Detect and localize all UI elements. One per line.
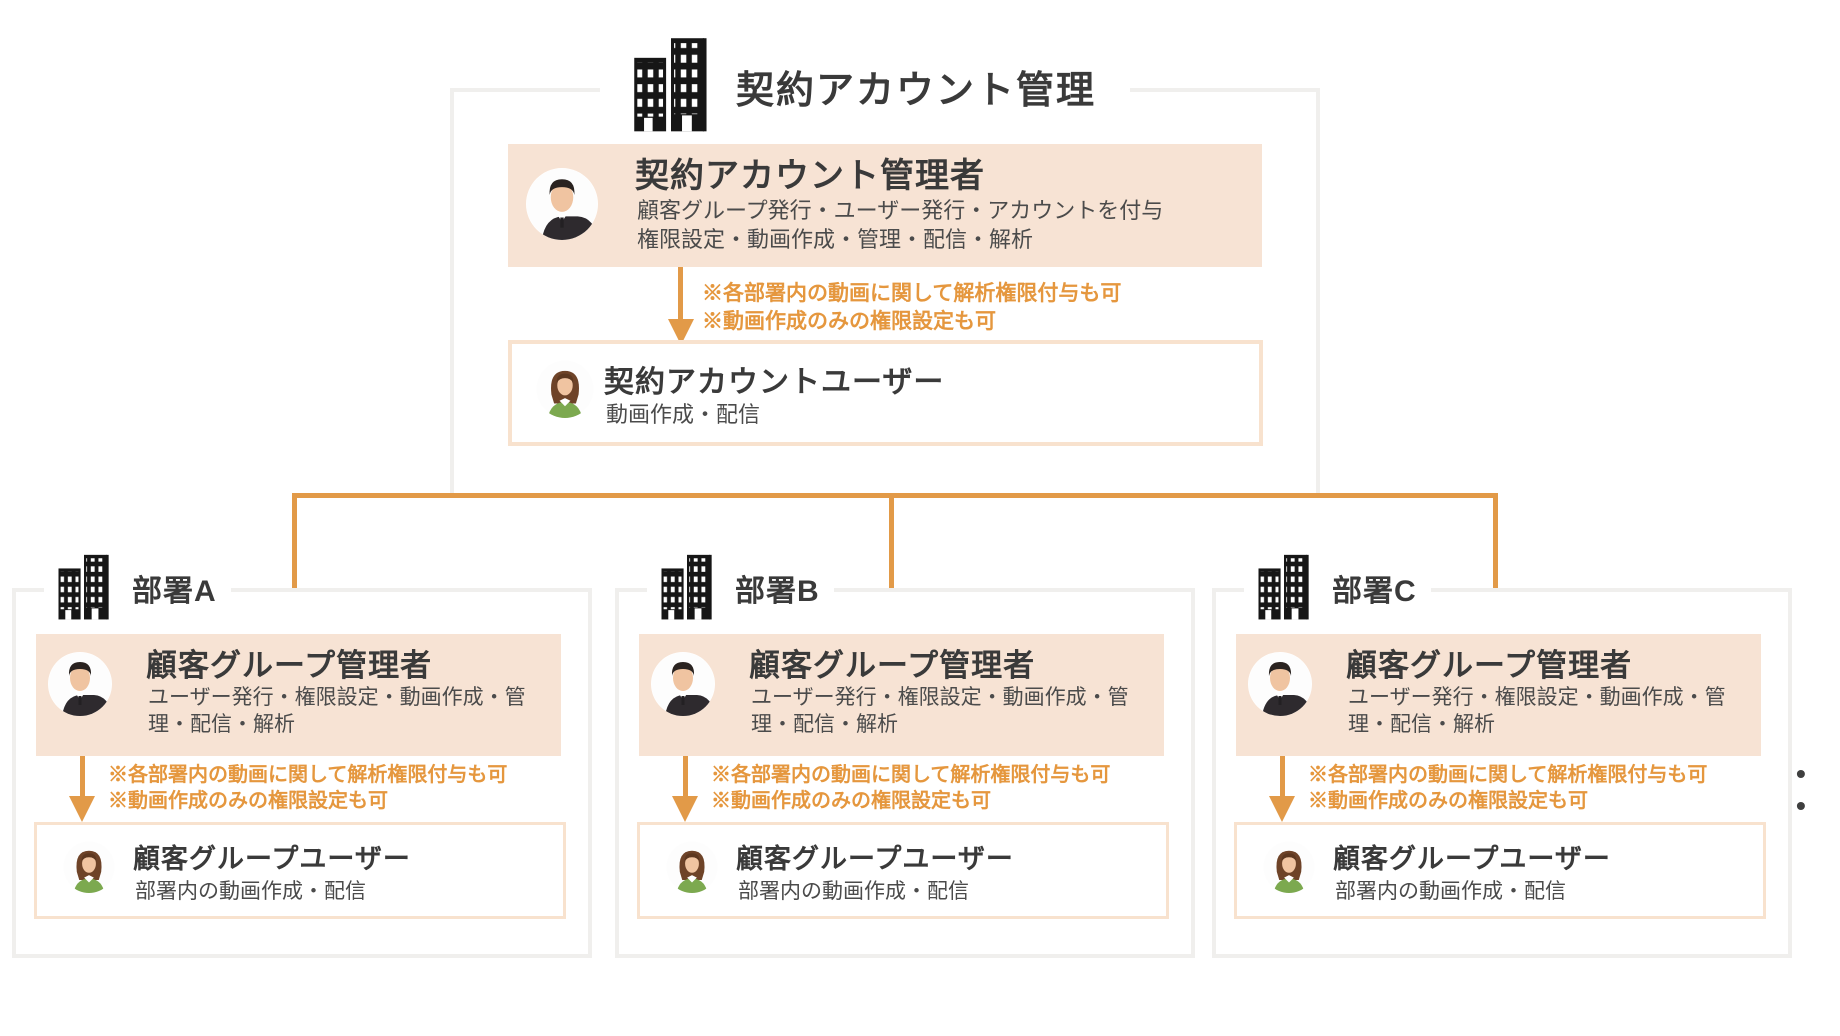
group-user-desc: 部署内の動画作成・配信 xyxy=(135,880,366,903)
drop-arrow-shaft-c xyxy=(1493,493,1498,599)
department-a-box: 部署A 顧客グループ管理者 ユーザー発行・権限設定・動画作成・管 理・配信・解析… xyxy=(12,546,592,958)
group-admin-avatar-icon xyxy=(1248,652,1312,716)
building-icon xyxy=(661,554,713,622)
building-icon xyxy=(58,554,110,622)
group-user-avatar-icon xyxy=(63,841,115,893)
department-b-label: 部署B xyxy=(735,575,820,608)
branch-connector-line xyxy=(294,493,1498,498)
group-user-title: 顧客グループユーザー xyxy=(133,844,411,874)
continuation-dots: • • xyxy=(1796,758,1816,821)
building-icon xyxy=(634,37,708,135)
group-permission-notes: ※各部署内の動画に関して解析権限付与も可 ※動画作成のみの権限設定も可 xyxy=(1308,764,1708,812)
contract-user-title: 契約アカウントユーザー xyxy=(604,366,945,399)
contract-admin-desc: 顧客グループ発行・ユーザー発行・アカウントを付与 権限設定・動画作成・管理・配信… xyxy=(637,196,1163,254)
contract-user-desc: 動画作成・配信 xyxy=(606,402,761,427)
department-b-header: 部署B xyxy=(647,546,834,630)
group-admin-title: 顧客グループ管理者 xyxy=(749,648,1036,683)
group-user-box: 顧客グループユーザー 部署内の動画作成・配信 xyxy=(1234,822,1766,919)
top-permission-notes: ※各部署内の動画に関して解析権限付与も可 ※動画作成のみの権限設定も可 xyxy=(702,280,1121,336)
top-note-line2: ※動画作成のみの権限設定も可 xyxy=(702,310,996,333)
group-user-box: 顧客グループユーザー 部署内の動画作成・配信 xyxy=(637,822,1169,919)
group-admin-desc: ユーザー発行・権限設定・動画作成・管 理・配信・解析 xyxy=(148,686,526,736)
group-arrow-shaft xyxy=(1280,756,1285,796)
group-admin-avatar-icon xyxy=(48,652,112,716)
department-a-header: 部署A xyxy=(44,546,231,630)
group-arrow-head xyxy=(672,796,698,822)
admin-to-user-arrow-shaft xyxy=(678,267,683,319)
contract-admin-desc-line1: 顧客グループ発行・ユーザー発行・アカウントを付与 xyxy=(637,198,1164,223)
group-admin-box: 顧客グループ管理者 ユーザー発行・権限設定・動画作成・管 理・配信・解析 xyxy=(639,634,1164,756)
department-c-label: 部署C xyxy=(1332,575,1417,608)
contract-admin-box: 契約アカウント管理者 顧客グループ発行・ユーザー発行・アカウントを付与 権限設定… xyxy=(508,144,1262,267)
contract-user-box: 契約アカウントユーザー 動画作成・配信 xyxy=(508,340,1263,446)
group-user-title: 顧客グループユーザー xyxy=(1333,844,1611,874)
group-permission-notes: ※各部署内の動画に関して解析権限付与も可 ※動画作成のみの権限設定も可 xyxy=(711,764,1111,812)
contract-admin-desc-line2: 権限設定・動画作成・管理・配信・解析 xyxy=(637,227,1034,252)
group-arrow-shaft xyxy=(683,756,688,796)
group-user-box: 顧客グループユーザー 部署内の動画作成・配信 xyxy=(34,822,566,919)
group-user-desc: 部署内の動画作成・配信 xyxy=(1335,880,1566,903)
department-c-box: 部署C 顧客グループ管理者 ユーザー発行・権限設定・動画作成・管 理・配信・解析… xyxy=(1212,546,1792,958)
group-admin-title: 顧客グループ管理者 xyxy=(1346,648,1633,683)
user-avatar-icon xyxy=(536,360,594,418)
group-permission-notes: ※各部署内の動画に関して解析権限付与も可 ※動画作成のみの権限設定も可 xyxy=(108,764,508,812)
group-user-avatar-icon xyxy=(666,841,718,893)
contract-section-header: 契約アカウント管理 xyxy=(600,30,1131,142)
group-admin-desc: ユーザー発行・権限設定・動画作成・管 理・配信・解析 xyxy=(751,686,1129,736)
building-icon xyxy=(1258,554,1310,622)
group-admin-desc: ユーザー発行・権限設定・動画作成・管 理・配信・解析 xyxy=(1348,686,1726,736)
group-admin-title: 顧客グループ管理者 xyxy=(146,648,433,683)
group-arrow-head xyxy=(69,796,95,822)
contract-admin-title: 契約アカウント管理者 xyxy=(635,157,985,195)
top-note-line1: ※各部署内の動画に関して解析権限付与も可 xyxy=(702,282,1122,305)
department-a-label: 部署A xyxy=(132,575,217,608)
group-arrow-head xyxy=(1269,796,1295,822)
page-title: 契約アカウント管理 xyxy=(736,69,1097,112)
group-arrow-shaft xyxy=(80,756,85,796)
group-user-avatar-icon xyxy=(1263,841,1315,893)
drop-arrow-shaft-a xyxy=(292,493,297,599)
group-admin-box: 顧客グループ管理者 ユーザー発行・権限設定・動画作成・管 理・配信・解析 xyxy=(1236,634,1761,756)
drop-arrow-shaft-b xyxy=(889,493,894,599)
department-b-box: 部署B 顧客グループ管理者 ユーザー発行・権限設定・動画作成・管 理・配信・解析… xyxy=(615,546,1195,958)
group-user-title: 顧客グループユーザー xyxy=(736,844,1014,874)
group-admin-box: 顧客グループ管理者 ユーザー発行・権限設定・動画作成・管 理・配信・解析 xyxy=(36,634,561,756)
group-user-desc: 部署内の動画作成・配信 xyxy=(738,880,969,903)
department-c-header: 部署C xyxy=(1244,546,1431,630)
admin-avatar-icon xyxy=(526,168,598,240)
group-admin-avatar-icon xyxy=(651,652,715,716)
